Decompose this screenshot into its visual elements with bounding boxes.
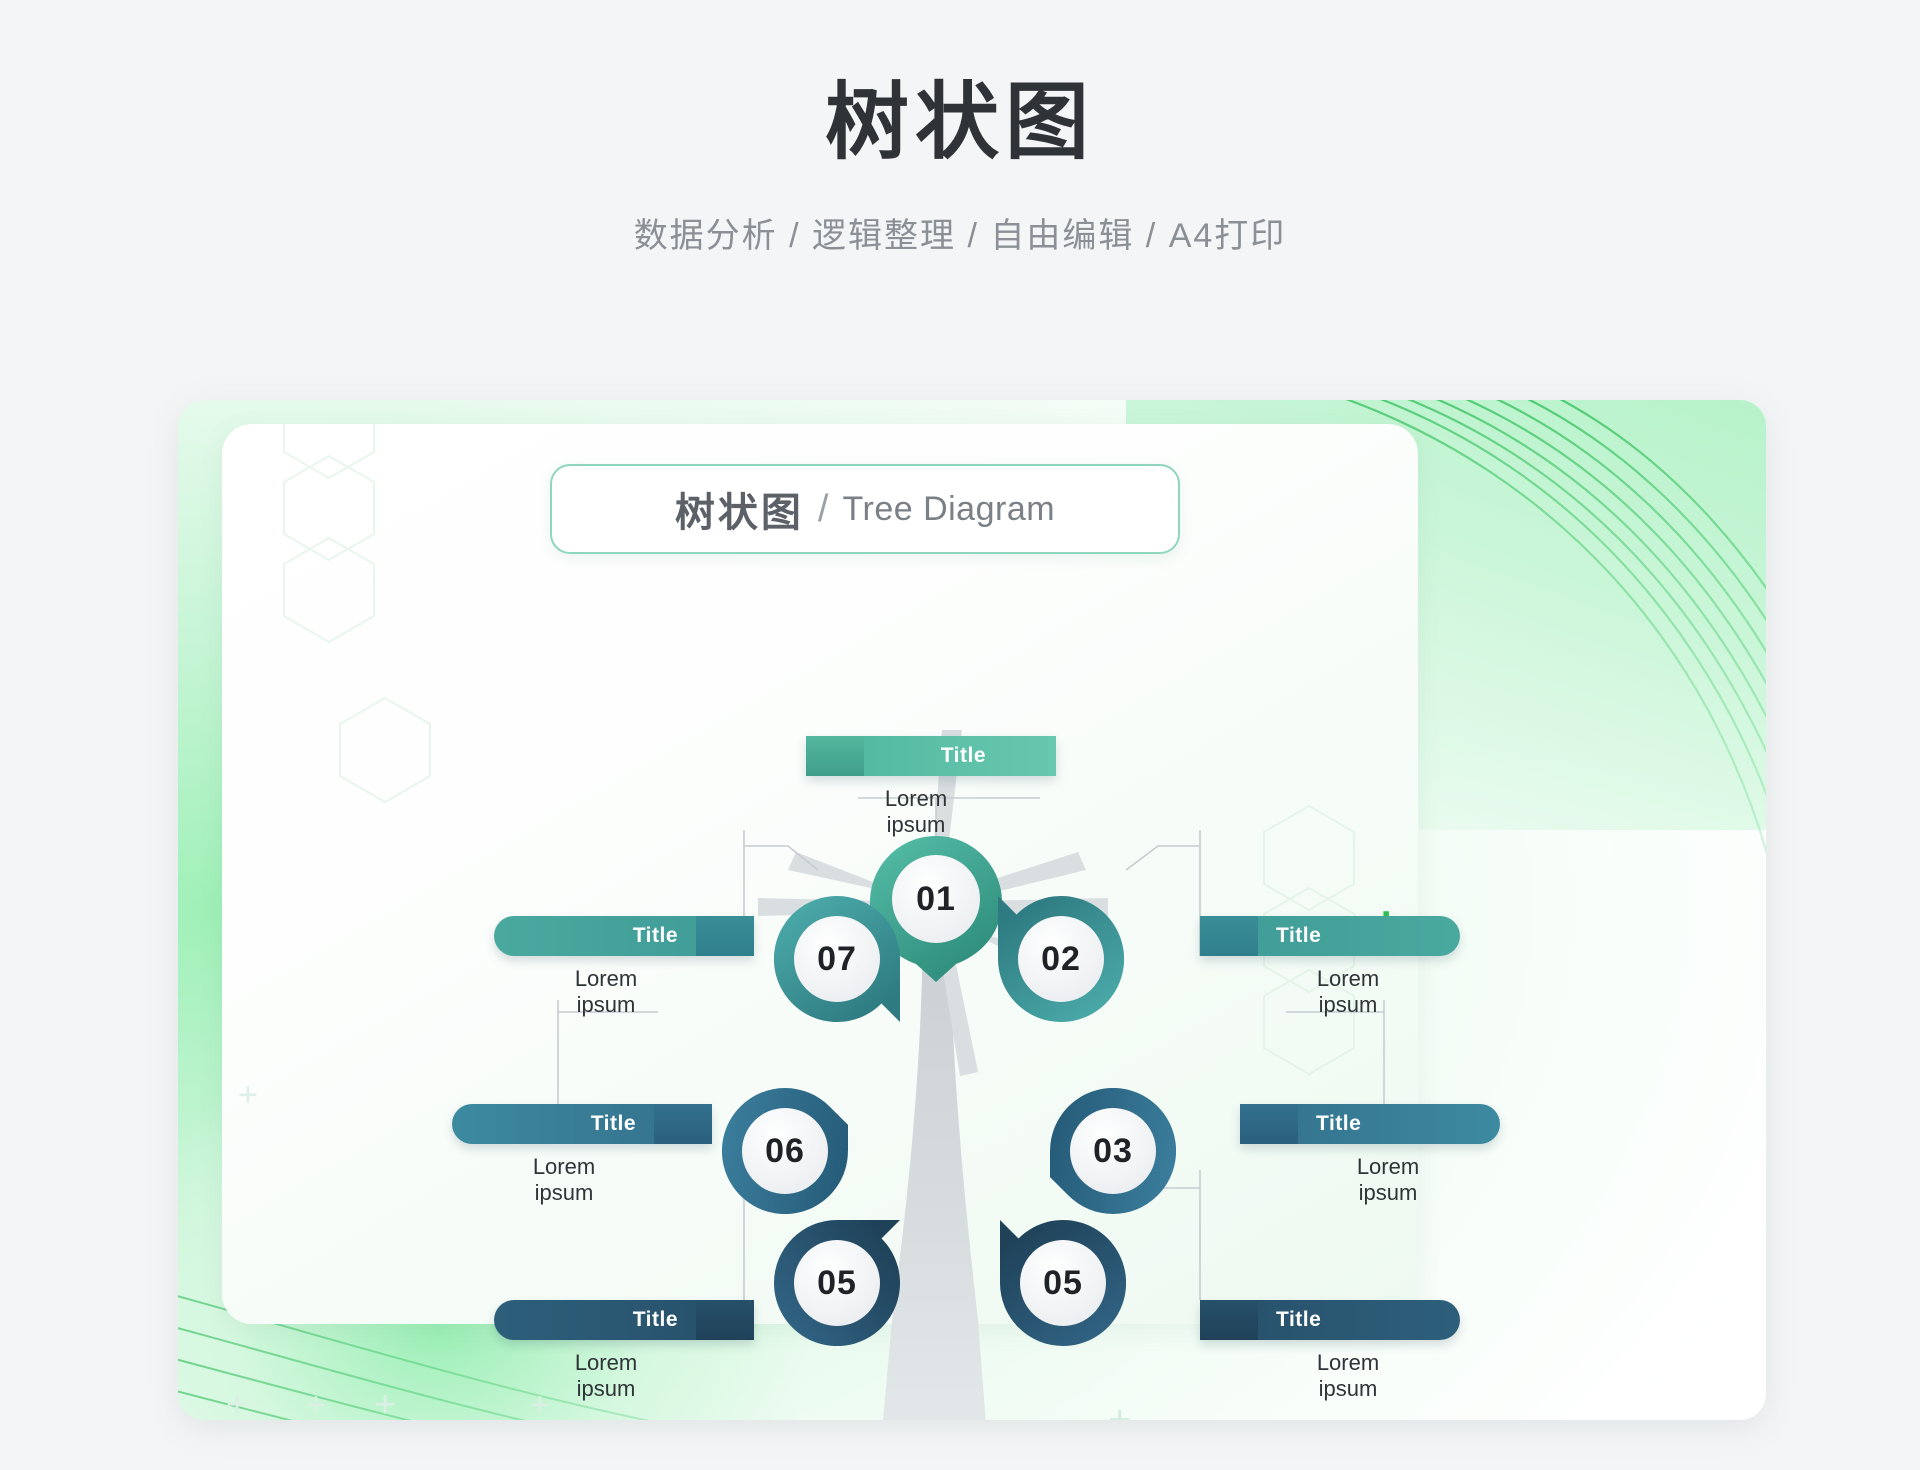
tree-label-05-right-desc-line1: Lorem — [1316, 1350, 1380, 1375]
tree-node-06[interactable]: 06 — [722, 1088, 848, 1214]
tree-node-number-06: 06 — [765, 1132, 805, 1170]
card-header-en: Tree Diagram — [842, 489, 1056, 528]
tree-diagram: 01 02 — [178, 400, 1766, 1420]
tree-label-02-pill[interactable]: Title — [1200, 916, 1460, 956]
page-header: 树状图 数据分析 / 逻辑整理 / 自由编辑 / A4打印 — [0, 0, 1920, 257]
tree-label-03-desc: Lorem ipsum — [1240, 1154, 1500, 1205]
tree-label-07-pill[interactable]: Title — [494, 916, 754, 956]
tree-label-05-right-desc-line2: ipsum — [1318, 1375, 1378, 1401]
tree-label-05-right-desc: Lorem ipsum — [1200, 1350, 1460, 1401]
tree-label-07[interactable]: Title Lorem ipsum — [494, 916, 754, 1017]
tree-label-05-right[interactable]: Title Lorem ipsum — [1200, 1300, 1460, 1401]
tree-label-03-cap — [1240, 1104, 1298, 1144]
tree-label-03-pill[interactable]: Title — [1240, 1104, 1500, 1144]
plus-decor-10: + — [530, 1386, 550, 1420]
page-subtitle: 数据分析 / 逻辑整理 / 自由编辑 / A4打印 — [633, 217, 1287, 256]
tree-node-03[interactable]: 03 — [1050, 1088, 1176, 1214]
plus-decor-11: + — [1108, 1398, 1132, 1420]
tree-node-number-01: 01 — [916, 880, 956, 918]
tree-label-05-right-pill[interactable]: Title — [1200, 1300, 1460, 1340]
tree-label-06-cap — [654, 1104, 712, 1144]
tree-label-06-title: Title — [590, 1112, 636, 1135]
tree-label-01-desc-line1: Lorem — [884, 786, 948, 811]
tree-label-02-cap — [1200, 916, 1258, 956]
tree-node-number-02: 02 — [1041, 940, 1081, 978]
plus-decor-8: + — [306, 1386, 326, 1420]
plus-decor-6: + — [238, 1076, 258, 1114]
card-header-slash: / — [817, 487, 829, 530]
card-header: 树状图 / Tree Diagram — [550, 464, 1180, 554]
tree-label-05-left-desc: Lorem ipsum — [494, 1350, 754, 1401]
tree-label-06-desc-line2: ipsum — [534, 1179, 594, 1205]
card-header-cn: 树状图 — [674, 491, 804, 535]
panel-hexagon-decoration — [283, 424, 1355, 1076]
tree-label-02-desc-line2: ipsum — [1318, 991, 1378, 1017]
tree-label-02-desc: Lorem ipsum — [1200, 966, 1460, 1017]
tree-label-07-desc: Lorem ipsum — [494, 966, 754, 1017]
preview-card[interactable]: 树状图 / Tree Diagram — [178, 400, 1766, 1420]
tree-label-06-desc-line1: Lorem — [532, 1154, 596, 1179]
tree-label-06-pill[interactable]: Title — [452, 1104, 712, 1144]
tree-node-05-right[interactable]: 05 — [1000, 1220, 1126, 1346]
tree-node-07[interactable]: 07 — [774, 896, 900, 1022]
tree-label-01-pill[interactable]: Title — [806, 736, 1056, 776]
tree-node-number-05-left: 05 — [817, 1264, 857, 1302]
pin-shape-05-right — [1000, 1220, 1126, 1346]
pin-shape-01 — [870, 836, 1002, 982]
tree-label-05-left-pill[interactable]: Title — [494, 1300, 754, 1340]
tree-node-number-05-right: 05 — [1043, 1264, 1083, 1302]
tree-label-02-title: Title — [1276, 924, 1322, 947]
tree-label-02-desc-line1: Lorem — [1316, 966, 1380, 991]
tree-label-06-desc: Lorem ipsum — [452, 1154, 712, 1205]
tree-label-05-left-title: Title — [632, 1308, 678, 1331]
plus-decor-9: + — [374, 1384, 397, 1420]
pin-shape-06 — [722, 1088, 848, 1214]
tree-label-03-desc-line1: Lorem — [1356, 1154, 1420, 1179]
tree-label-07-desc-line1: Lorem — [574, 966, 638, 991]
tree-label-05-right-cap — [1200, 1300, 1258, 1340]
pin-shape-07 — [774, 896, 900, 1022]
pin-shape-03 — [1050, 1088, 1176, 1214]
tree-label-01-cap — [806, 736, 864, 776]
tree-label-03-title: Title — [1316, 1112, 1362, 1135]
tree-label-01[interactable]: Title Lorem ipsum — [806, 736, 1056, 837]
tree-label-07-cap — [696, 916, 754, 956]
tree-label-05-left-desc-line1: Lorem — [574, 1350, 638, 1375]
tree-label-01-desc: Lorem ipsum — [806, 786, 1056, 837]
tree-label-07-title: Title — [632, 924, 678, 947]
tree-label-03-desc-line2: ipsum — [1358, 1179, 1418, 1205]
plus-decor-7: + — [226, 1384, 249, 1420]
tree-label-07-desc-line2: ipsum — [576, 991, 636, 1017]
tree-label-02[interactable]: Title Lorem ipsum — [1200, 916, 1460, 1017]
tree-label-01-desc-line2: ipsum — [886, 811, 946, 837]
tree-node-01[interactable]: 01 — [870, 836, 1002, 982]
tree-node-number-03: 03 — [1093, 1132, 1133, 1170]
tree-label-05-right-title: Title — [1276, 1308, 1322, 1331]
tree-node-number-07: 07 — [817, 940, 857, 978]
tree-label-06[interactable]: Title Lorem ipsum — [452, 1104, 712, 1205]
pin-shape-02 — [998, 896, 1124, 1022]
tree-label-01-title: Title — [940, 744, 986, 767]
tree-label-05-left-desc-line2: ipsum — [576, 1375, 636, 1401]
tree-label-05-left[interactable]: Title Lorem ipsum — [494, 1300, 754, 1401]
tree-node-05-left[interactable]: 05 — [774, 1220, 900, 1346]
pin-shape-05-left — [774, 1220, 900, 1346]
page-title: 树状图 — [824, 75, 1095, 169]
tree-label-03[interactable]: Title Lorem ipsum — [1240, 1104, 1500, 1205]
tree-label-05-left-cap — [696, 1300, 754, 1340]
tree-node-02[interactable]: 02 — [998, 896, 1124, 1022]
